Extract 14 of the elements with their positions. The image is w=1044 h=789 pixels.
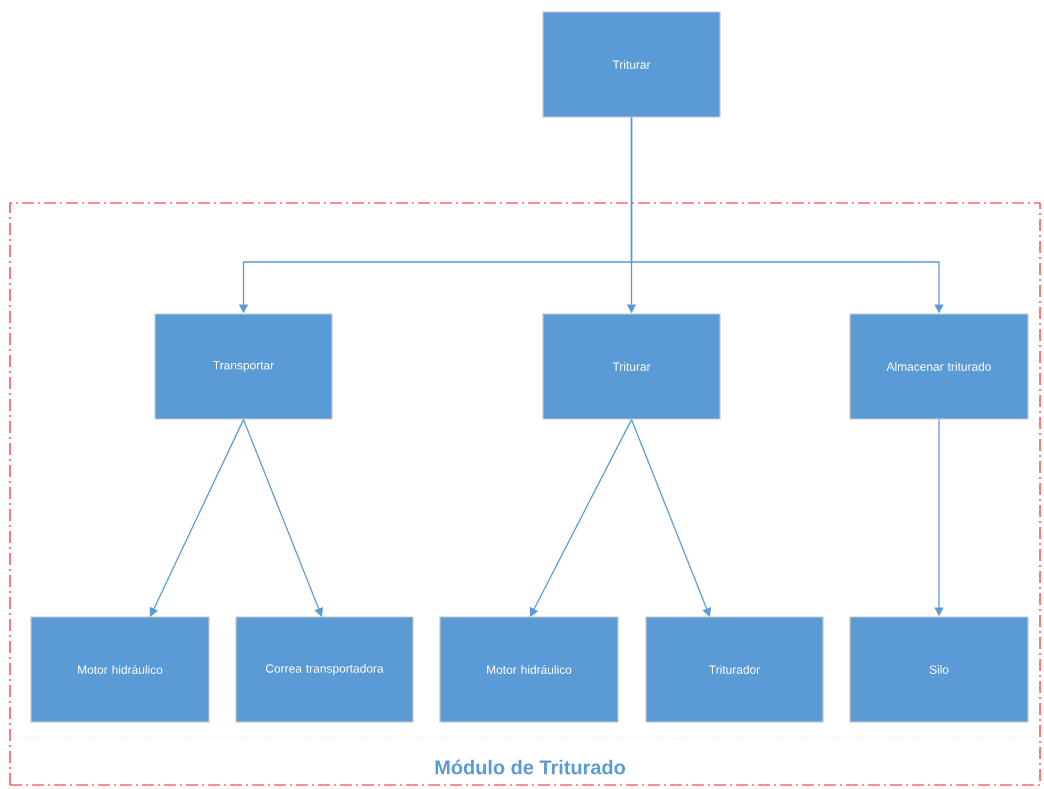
process-box: Motor hidráulico (30, 616, 210, 723)
process-box: Triturador (645, 616, 824, 723)
arrow (242, 418, 324, 617)
module-title: Módulo de Triturado (435, 759, 625, 775)
arrow (630, 418, 712, 617)
process-box: Transportar (154, 313, 333, 420)
process-box: Silo (849, 616, 1029, 723)
process-box: Motor hidráulico (439, 616, 619, 723)
arrow (149, 418, 245, 617)
process-box: Triturar (542, 313, 721, 420)
process-box: Correa transportadora (235, 616, 414, 723)
arrow (529, 418, 633, 617)
process-box: Triturar (542, 11, 721, 118)
process-box: Almacenar triturado (849, 313, 1029, 420)
